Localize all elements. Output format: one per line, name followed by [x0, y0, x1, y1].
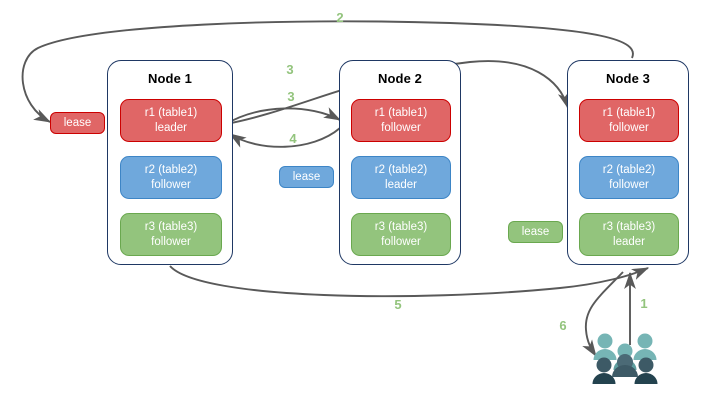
step-label-6: 6	[559, 318, 567, 333]
step-label-4: 4	[289, 131, 297, 146]
step-label-1: 1	[640, 296, 648, 311]
replica-name: r2 (table2)	[144, 164, 198, 176]
lease-badge-blue: lease	[279, 166, 334, 188]
node-1-replica-r2: r2 (table2) follower	[120, 156, 222, 199]
people-icon	[592, 333, 658, 384]
node-2: Node 2 r1 (table1) follower r2 (table2) …	[339, 60, 461, 265]
node-2-replica-r2: r2 (table2) leader	[351, 156, 451, 199]
node-3-replica-r2: r2 (table2) follower	[579, 156, 679, 199]
replica-role: leader	[613, 235, 645, 248]
replica-role: leader	[385, 178, 417, 191]
node-1: Node 1 r1 (table1) leader r2 (table2) fo…	[107, 60, 233, 265]
replica-name: r1 (table1)	[374, 107, 428, 119]
replica-role: follower	[609, 121, 649, 134]
replica-role: follower	[151, 178, 191, 191]
arrow-step-3b	[225, 107, 342, 125]
node-2-replica-r3: r3 (table3) follower	[351, 213, 451, 256]
node-1-replica-r3: r3 (table3) follower	[120, 213, 222, 256]
arrow-step-5	[169, 265, 650, 298]
node-3-replica-r1: r1 (table1) follower	[579, 99, 679, 142]
replica-role: follower	[381, 121, 421, 134]
replica-role: follower	[609, 178, 649, 191]
lease-label: lease	[521, 226, 550, 238]
replica-name: r2 (table2)	[602, 164, 656, 176]
node-3-replica-r3: r3 (table3) leader	[579, 213, 679, 256]
step-label-5: 5	[394, 297, 402, 312]
replica-name: r2 (table2)	[374, 164, 428, 176]
replica-name: r1 (table1)	[144, 107, 198, 119]
replica-role: follower	[381, 235, 421, 248]
node-2-replica-r1: r1 (table1) follower	[351, 99, 451, 142]
replica-name: r1 (table1)	[602, 107, 656, 119]
node-title: Node 2	[378, 71, 422, 86]
replica-name: r3 (table3)	[374, 221, 428, 233]
node-title: Node 1	[148, 71, 192, 86]
replica-role: leader	[155, 121, 187, 134]
step-label-3a: 3	[286, 62, 294, 77]
step-label-3b: 3	[287, 89, 295, 104]
replica-name: r3 (table3)	[602, 221, 656, 233]
lease-label: lease	[292, 171, 321, 183]
node-title: Node 3	[606, 71, 650, 86]
lease-label: lease	[63, 117, 92, 129]
lease-badge-red: lease	[50, 112, 105, 134]
step-label-2: 2	[336, 10, 344, 25]
lease-badge-green: lease	[508, 221, 563, 243]
replica-name: r3 (table3)	[144, 221, 198, 233]
node-1-replica-r1: r1 (table1) leader	[120, 99, 222, 142]
node-3: Node 3 r1 (table1) follower r2 (table2) …	[567, 60, 689, 265]
replica-role: follower	[151, 235, 191, 248]
